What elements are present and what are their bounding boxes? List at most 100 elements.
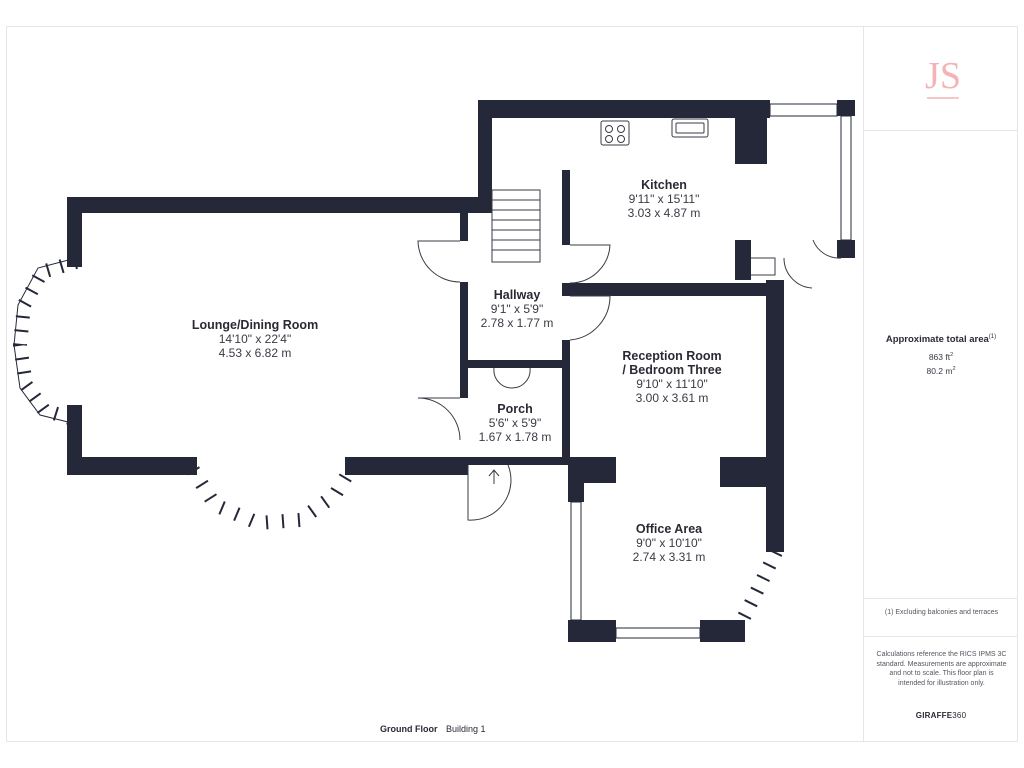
wall-lounge-bottom-right [345, 457, 468, 475]
room-kitchen-imperial: 9'11" x 15'11" [628, 192, 700, 206]
door-lounge-hall [417, 240, 461, 283]
sink-basin [675, 122, 705, 134]
hob-ring-2 [617, 125, 625, 133]
office-bay-window [728, 548, 783, 639]
disclaimer-text: Calculations reference the RICS IPMS 3C … [876, 651, 1007, 687]
wall-kitchen-right-top [837, 100, 855, 116]
room-hallway-metric: 2.78 x 1.77 m [480, 316, 554, 330]
room-reception-name-line1: Reception Room [622, 349, 722, 363]
office-left-window [570, 501, 582, 621]
wall-kitchen-bottom [562, 283, 772, 296]
wall-hall-left-lower [460, 282, 468, 360]
room-porch-metric: 1.67 x 1.78 m [478, 430, 552, 444]
wall-porch-left [460, 368, 468, 398]
wall-kitchen-stub [735, 240, 751, 280]
sink-icon [671, 118, 709, 138]
kitchen-right-window [840, 115, 852, 241]
area-title-sup: (1) [988, 334, 997, 340]
wall-upper-top [478, 100, 770, 118]
stairs [491, 189, 541, 263]
room-porch-name: Porch [497, 402, 533, 416]
room-lounge: Lounge/Dining Room 14'10" x 22'4" 4.53 x… [170, 318, 340, 360]
room-lounge-name: Lounge/Dining Room [191, 318, 319, 332]
door-hall-kitchen [569, 244, 611, 284]
reception-top-window [635, 284, 705, 294]
wall-lounge-bottom-left [67, 457, 197, 475]
door-porch-hall [493, 367, 531, 389]
lounge-bay-window [12, 255, 79, 427]
fixtures [417, 118, 842, 521]
wall-office-bottomright [700, 620, 745, 642]
hob-ring-1 [605, 125, 613, 133]
door-hall-reception [569, 295, 611, 341]
sidebar-divider-mid [864, 598, 1018, 599]
wall-lounge-left-upper [67, 197, 82, 267]
room-kitchen-metric: 3.03 x 4.87 m [627, 206, 701, 220]
door-kitchen-side [751, 239, 842, 276]
room-reception-metric: 3.00 x 3.61 m [635, 391, 709, 405]
sidebar-divider-top [864, 130, 1018, 131]
wall-lounge-top [67, 197, 481, 213]
office-bottom-window [615, 627, 701, 639]
giraffe-credit-bold: GIRAFFE [915, 711, 953, 720]
wall-porch-bottom [460, 457, 570, 465]
area-sqm-unit: 2 [952, 366, 956, 373]
room-office: Office Area 9'0" x 10'10" 2.74 x 3.31 m [609, 522, 729, 564]
room-office-metric: 2.74 x 3.31 m [632, 550, 706, 564]
room-office-name: Office Area [635, 522, 703, 536]
wall-kitchen-right-bottom [837, 240, 855, 258]
agency-logo: JS [925, 55, 961, 99]
hob-ring-3 [605, 135, 613, 143]
wall-kitchen-corner [735, 100, 767, 164]
info-sidebar: JS Approximate total area(1) 863 ft2 80.… [863, 26, 1018, 742]
giraffe-credit: GIRAFFE360 [864, 711, 1018, 720]
wall-porch-top [460, 360, 570, 368]
lounge-bay-window-outline [13, 257, 77, 425]
room-lounge-imperial: 14'10" x 22'4" [218, 332, 292, 346]
building-name: Building 1 [446, 724, 486, 734]
giraffe-credit-rest: 360 [952, 711, 967, 720]
room-hallway: Hallway 9'1" x 5'9" 2.78 x 1.77 m [457, 288, 577, 330]
hob-ring-4 [617, 135, 625, 143]
room-kitchen-name: Kitchen [641, 178, 687, 192]
room-porch-imperial: 5'6" x 5'9" [488, 416, 542, 430]
room-lounge-metric: 4.53 x 6.82 m [218, 346, 292, 360]
area-sqft-value: 863 ft [928, 352, 951, 362]
door-front [467, 464, 512, 521]
area-footnote: (1) Excluding balconies and terraces [884, 609, 999, 616]
wall-office-right [766, 457, 784, 552]
wall-office-left [568, 457, 584, 502]
area-sqm: 80.2 m2 [864, 366, 1018, 376]
lounge-bottom-bay-window [187, 466, 357, 531]
room-reception: Reception Room / Bedroom Three 9'10" x 1… [602, 349, 742, 405]
room-kitchen: Kitchen 9'11" x 15'11" 3.03 x 4.87 m [604, 178, 724, 220]
hob-icon [600, 120, 630, 146]
floor-name: Ground Floor [380, 724, 438, 734]
wall-reception-right [766, 280, 784, 460]
area-sqm-value: 80.2 m [926, 366, 953, 376]
room-reception-name-line2: / Bedroom Three [622, 363, 722, 377]
room-hallway-name: Hallway [493, 288, 541, 302]
area-sqft-unit: 2 [950, 352, 954, 359]
room-office-imperial: 9'0" x 10'10" [636, 536, 702, 550]
floor-caption: Ground Floor Building 1 [380, 724, 486, 734]
room-porch: Porch 5'6" x 5'9" 1.67 x 1.78 m [455, 402, 575, 444]
agency-logo-text: JS [925, 55, 961, 97]
room-reception-imperial: 9'10" x 11'10" [636, 377, 708, 391]
wall-hall-right [562, 170, 570, 245]
door-porch-lounge [417, 397, 461, 441]
area-sqft: 863 ft2 [864, 352, 1018, 362]
entry-arrow-icon [488, 469, 500, 484]
windows [12, 103, 852, 639]
wall-office-bottomleft [568, 620, 616, 642]
kitchen-top-window [769, 103, 838, 117]
room-hallway-imperial: 9'1" x 5'9" [490, 302, 544, 316]
door-kitchen-back [783, 257, 813, 289]
area-title: Approximate total area(1) [864, 334, 1018, 345]
area-title-text: Approximate total area [885, 334, 989, 346]
wall-upper-left [478, 100, 492, 213]
sidebar-divider-low [864, 636, 1018, 637]
wall-hall-left-upper [460, 213, 468, 241]
plan-frame [6, 26, 1018, 742]
